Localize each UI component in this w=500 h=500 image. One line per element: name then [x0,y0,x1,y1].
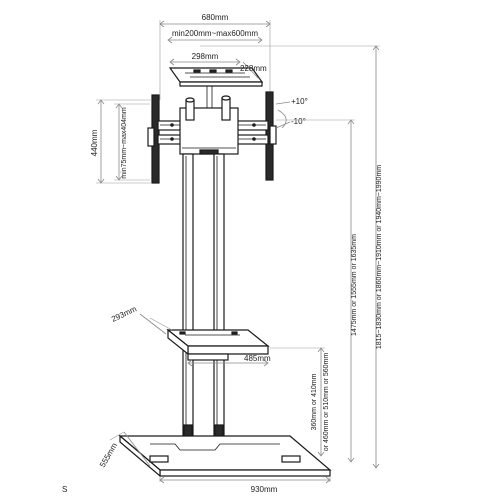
tilt-down-label: -10° [291,117,306,126]
poles [182,153,225,457]
shelf-top-depth-label: 228mm [240,64,267,73]
base-depth-label: 555mm [98,441,119,469]
dim-shelf-top-depth [242,61,259,79]
vesa-height-label: min75mm~max404mm [121,107,128,179]
middle-shelf [166,328,270,361]
total-height-label: 1815~1830mm or 1860mm~1910mm or 1940mm~1… [376,165,383,349]
dim-shelf-depth [139,313,173,335]
dim-shelf-top-width [169,58,241,66]
shelf-height-label-line2: or 460mm or 510mm or 560mm [323,353,330,452]
dim-vesa-width [167,36,263,44]
shelf-depth-label: 293mm [110,304,138,324]
mount-height-label: 1475mm or 1555mm or 1635mm [351,234,358,336]
vesa-bracket [147,91,277,184]
top-shelf [168,67,264,110]
dim-base-width [159,476,331,484]
base [118,434,332,478]
shelf-top-width-label: 298mm [192,52,219,61]
dim-base-depth [109,431,151,467]
bracket-height-label: 440mm [90,129,99,156]
dim-vesa-height [114,103,150,181]
dim-shelf-height [270,347,325,457]
tilt-up-label: +10° [291,97,308,106]
dim-mount-height [276,119,355,463]
shelf-height-label-line1: 360mm or 410mm [311,373,318,430]
shelf-width-label: 485mm [244,354,271,363]
dim-bracket-height [96,99,152,184]
dim-shelf-width [187,359,269,367]
base-width-label: 930mm [251,485,278,494]
dim-width-top [159,20,271,100]
footer-mark: S [62,485,67,494]
tilt-arc [275,101,291,129]
dim-total-height [200,45,380,469]
vesa-width-label: min200mm~max600mm [172,29,258,38]
width-top-label: 680mm [202,13,229,22]
